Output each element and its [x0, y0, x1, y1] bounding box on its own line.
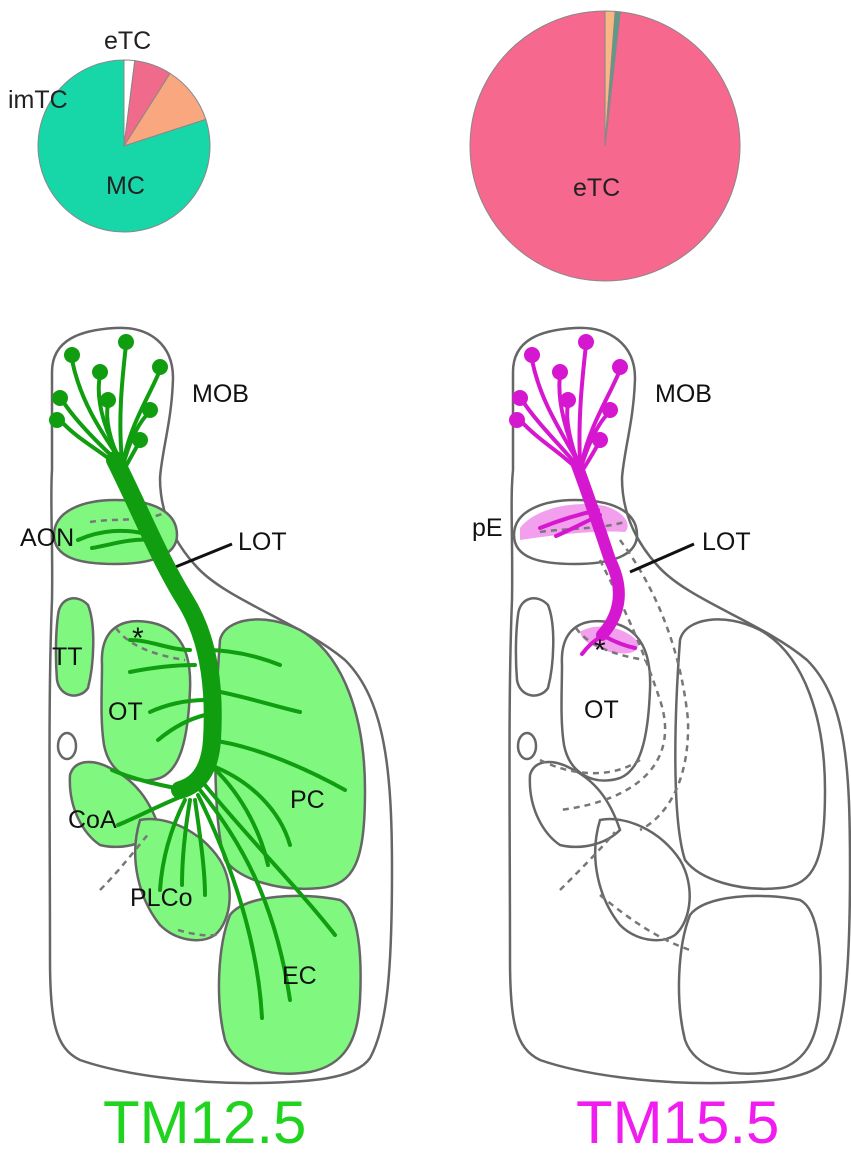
right-region-ot [560, 619, 652, 782]
right-label-star: * [594, 634, 606, 667]
right-label-ot: OT [584, 696, 619, 724]
left-axon-tree [58, 343, 347, 1020]
right-region-pe [512, 498, 639, 566]
left-label-tt: TT [52, 643, 83, 671]
left-label-ot: OT [108, 698, 143, 726]
region-tt [54, 597, 95, 697]
right-dash-ot [574, 627, 646, 662]
left-dash-aon [89, 512, 163, 524]
right-dash-2 [618, 539, 690, 832]
left-brain-outline [48, 326, 394, 1085]
right-diagram: MOB pE LOT * OT [472, 326, 851, 1085]
right-region-pc [674, 618, 827, 890]
left-glomeruli [49, 334, 168, 448]
right-title: TM15.5 [576, 1089, 779, 1154]
left-lot-pointer [167, 542, 233, 572]
right-region-ec [677, 894, 822, 1075]
left-label-mob: MOB [192, 380, 249, 408]
right-dash-3 [539, 758, 641, 775]
left-small-oval [56, 731, 78, 761]
pie-chart-tm15 [469, 10, 741, 282]
region-ot [100, 619, 192, 782]
right-small-oval [516, 731, 538, 761]
left-label-lot: LOT [238, 528, 287, 556]
pie2-label-etc: eTC [573, 174, 620, 202]
left-label-aon: AON [20, 524, 74, 552]
right-label-pe: pE [472, 514, 503, 542]
left-dash-coa1 [99, 831, 151, 891]
right-region-coa [528, 760, 622, 849]
pie1-label-etc: eTC [104, 27, 151, 55]
right-label-mob: MOB [655, 380, 712, 408]
left-diagram: MOB AON LOT TT * OT PC CoA PLCo EC [20, 326, 394, 1085]
left-label-ec: EC [282, 962, 317, 990]
right-brain-outline [508, 326, 851, 1085]
pie1-slice-3 [37, 59, 211, 233]
right-label-lot: LOT [702, 528, 751, 556]
right-dash-4 [559, 831, 616, 891]
right-region-plco [593, 817, 691, 942]
right-lot-pointer [629, 542, 695, 574]
pie1-label-mc: MC [106, 172, 145, 200]
left-label-star: * [132, 622, 144, 655]
right-axon-tree [518, 343, 637, 656]
left-dash-ot [114, 627, 186, 662]
pie2-slice-2 [604, 10, 621, 147]
right-dash-5 [599, 894, 691, 952]
left-label-plco: PLCo [130, 884, 193, 912]
right-region-tt [514, 597, 555, 697]
left-dash-coa2 [177, 928, 221, 937]
pie1-label-imtc: imTC [8, 86, 68, 114]
pie-chart-tm12 [37, 59, 211, 233]
left-label-pc: PC [290, 786, 325, 814]
right-glomeruli [509, 334, 628, 448]
left-title: TM12.5 [103, 1089, 306, 1154]
right-fill-pe [520, 504, 628, 540]
region-ec [217, 894, 362, 1075]
left-label-coa: CoA [68, 806, 117, 834]
